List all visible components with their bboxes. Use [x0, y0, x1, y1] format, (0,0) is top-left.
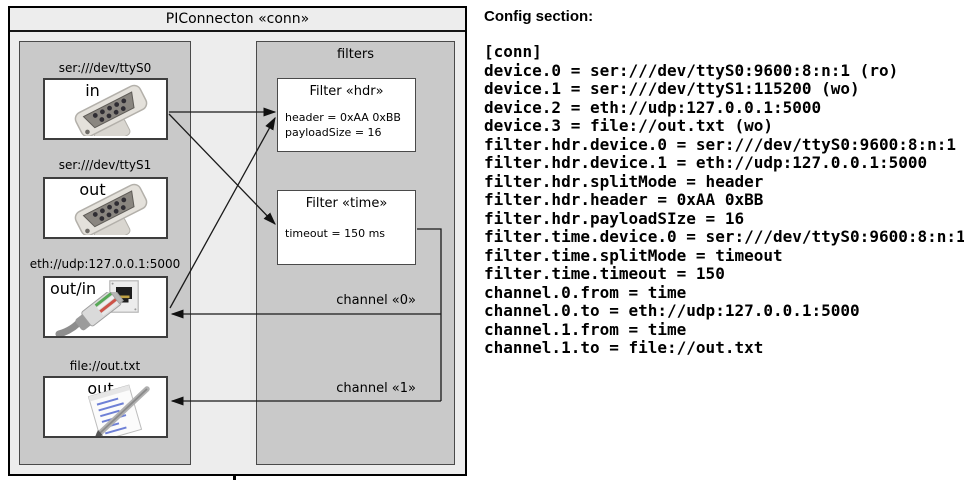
device-direction: out	[79, 180, 106, 199]
config-line: device.3 = file://out.txt (wo)	[484, 116, 773, 135]
config-line: device.2 = eth://udp:127.0.0.1:5000	[484, 97, 822, 117]
device-box-eth: out/in	[43, 276, 168, 338]
connection-diagram: PIConnecton «conn» ser:///dev/ttyS0 in	[8, 6, 467, 476]
device-box-ttys0: in	[43, 78, 168, 140]
config-line: filter.time.device.0 = ser:///dev/ttyS0:…	[484, 227, 964, 246]
device-label-file: file://out.txt	[69, 359, 141, 373]
config-line: filter.hdr.splitMode = header	[484, 171, 764, 191]
config-line: filter.hdr.payloadSIze = 16	[484, 208, 745, 228]
notepad-pen-icon	[87, 384, 150, 436]
config-line: channel.0.to = eth://udp:127.0.0.1:5000	[484, 301, 860, 320]
config-line: channel.0.from = time	[484, 282, 687, 302]
filter-properties: timeout = 150 ms	[285, 226, 415, 241]
config-line: [conn]	[484, 42, 542, 61]
config-line: device.1 = ser:///dev/ttyS1:115200 (wo)	[484, 79, 860, 98]
filter-title: Filter «hdr»	[309, 84, 384, 99]
config-line: filter.hdr.header = 0xAA 0xBB	[484, 190, 764, 209]
device-direction: out/in	[50, 279, 97, 298]
filter-properties: header = 0xAA 0xBB payloadSize = 16	[285, 110, 415, 140]
channel-0-label: channel «0»	[336, 293, 416, 308]
filter-time-box: Filter «time» timeout = 150 ms	[277, 190, 416, 265]
filter-property: payloadSize = 16	[285, 126, 382, 139]
serial-connector-icon	[74, 84, 148, 136]
serial-connector-icon	[74, 183, 148, 235]
bottom-tick	[233, 474, 236, 480]
filter-hdr-box: Filter «hdr» header = 0xAA 0xBB payloadS…	[277, 78, 416, 152]
device-box-file: out	[43, 376, 168, 438]
filter-title: Filter «time»	[305, 196, 388, 211]
filter-property: header = 0xAA 0xBB	[285, 111, 401, 124]
device-box-ttys1: out	[43, 177, 168, 239]
devices-group: ser:///dev/ttyS0 in	[19, 41, 191, 465]
config-line: filter.hdr.device.0 = ser:///dev/ttyS0:9…	[484, 134, 957, 154]
device-direction: in	[85, 81, 100, 100]
filters-group-label: filters	[336, 47, 374, 62]
config-line: channel.1.to = file://out.txt	[484, 338, 764, 357]
filters-group: filters Filter «hdr» header = 0xAA 0xBB …	[256, 41, 455, 465]
diagram-title: PIConnecton «conn»	[10, 8, 465, 32]
config-text: [conn]device.0 = ser:///dev/ttyS0:9600:8…	[484, 42, 964, 358]
config-line: filter.time.splitMode = timeout	[484, 245, 783, 265]
device-label-ttys1: ser:///dev/ttyS1	[58, 158, 152, 172]
device-label-ttys0: ser:///dev/ttyS0	[58, 61, 152, 75]
config-line: channel.1.from = time	[484, 319, 687, 339]
ethernet-connector-icon	[55, 292, 124, 336]
config-line: device.0 = ser:///dev/ttyS0:9600:8:n:1 (…	[484, 60, 899, 80]
device-label-eth: eth://udp:127.0.0.1:5000	[29, 257, 181, 271]
filter-property: timeout = 150 ms	[285, 227, 386, 240]
channel-1-label: channel «1»	[336, 381, 416, 396]
config-line: filter.time.timeout = 150	[484, 264, 725, 283]
config-line: filter.hdr.device.1 = eth://udp:127.0.0.…	[484, 153, 928, 172]
config-section-heading: Config section:	[484, 8, 594, 25]
